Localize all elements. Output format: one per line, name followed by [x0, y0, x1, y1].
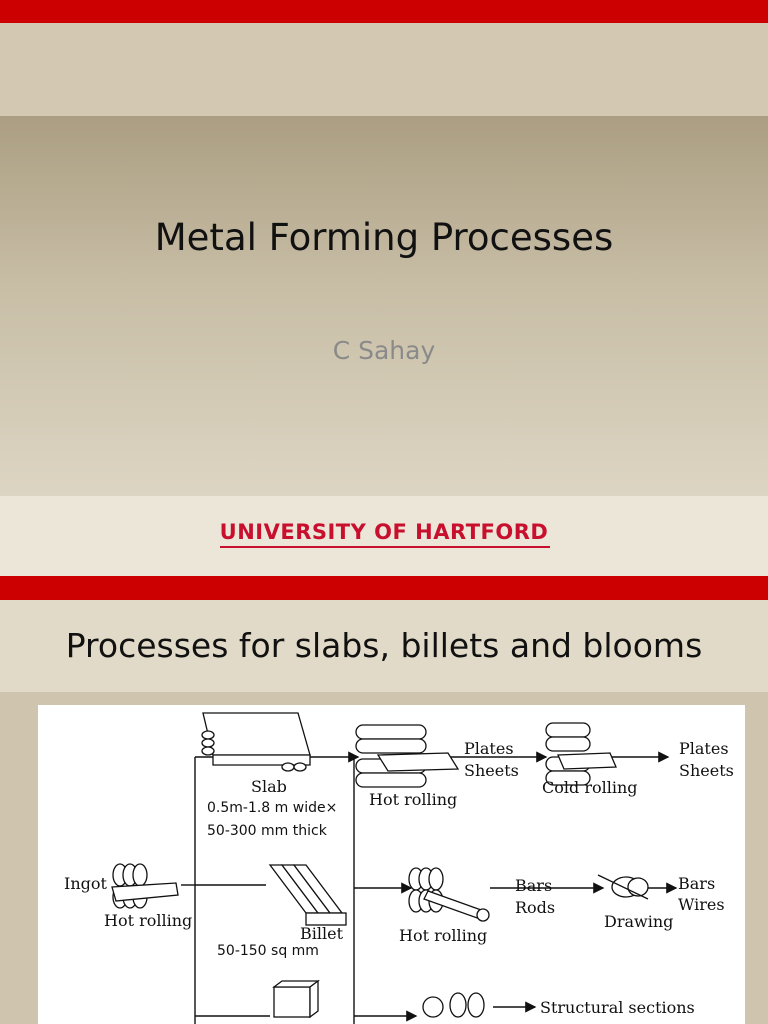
label-hot-rolling-3: Hot rolling — [399, 926, 487, 945]
label-bars-2: Bars — [678, 874, 715, 893]
label-cold-rolling: Cold rolling — [542, 778, 638, 797]
hot-rolling-mill-icon-bottom — [422, 992, 485, 1018]
label-slab: Slab — [251, 777, 287, 796]
label-plates-1: Plates — [464, 739, 514, 758]
cold-rolling-mill-icon — [545, 722, 617, 786]
hot-rolling-mill-icon-middle — [408, 867, 490, 922]
flow-chart-svg: Ingot Hot rolling Slab Hot rolling Plate… — [64, 712, 734, 1024]
label-billet-size: 50-150 sq mm — [217, 943, 319, 959]
label-bars-1: Bars — [515, 876, 552, 895]
author-name: C Sahay — [332, 336, 436, 365]
content-slide: Processes for slabs, billets and blooms — [0, 576, 768, 1024]
label-structural-sections: Structural sections — [540, 998, 695, 1017]
process-flow-diagram: Ingot Hot rolling Slab Hot rolling Plate… — [38, 705, 745, 1024]
label-hot-rolling-1: Hot rolling — [104, 911, 192, 930]
label-hot-rolling-2: Hot rolling — [369, 790, 457, 809]
presentation-title: Metal Forming Processes — [154, 216, 614, 259]
billet-icon — [268, 864, 347, 926]
label-sheets-1: Sheets — [464, 761, 519, 780]
slide-title: Processes for slabs, billets and blooms — [65, 626, 703, 665]
label-ingot: Ingot — [64, 874, 108, 893]
label-billet: Billet — [300, 924, 344, 943]
slide2-title-band — [0, 600, 768, 692]
ingot-rolling-mill-icon — [111, 863, 179, 909]
top-accent-bar — [0, 0, 768, 23]
title-slide: Metal Forming Processes C Sahay UNIVERSI… — [0, 0, 768, 576]
slide2-accent-bar — [0, 576, 768, 600]
footer-band — [0, 496, 768, 576]
bloom-icon — [272, 979, 320, 1019]
label-wires: Wires — [678, 895, 725, 914]
label-rods: Rods — [515, 898, 555, 917]
slab-icon — [201, 712, 311, 772]
header-band — [0, 23, 768, 116]
label-sheets-2: Sheets — [679, 761, 734, 780]
label-slab-width: 0.5m-1.8 m wide× — [207, 800, 337, 816]
label-slab-thickness: 50-300 mm thick — [207, 823, 328, 839]
university-logo: UNIVERSITY OF HARTFORD — [219, 520, 549, 544]
drawing-die-icon — [597, 874, 649, 900]
hot-rolling-mill-icon-top — [355, 724, 460, 788]
label-drawing: Drawing — [604, 912, 673, 931]
label-plates-2: Plates — [679, 739, 729, 758]
logo-underline — [220, 546, 550, 548]
title-band — [0, 116, 768, 496]
